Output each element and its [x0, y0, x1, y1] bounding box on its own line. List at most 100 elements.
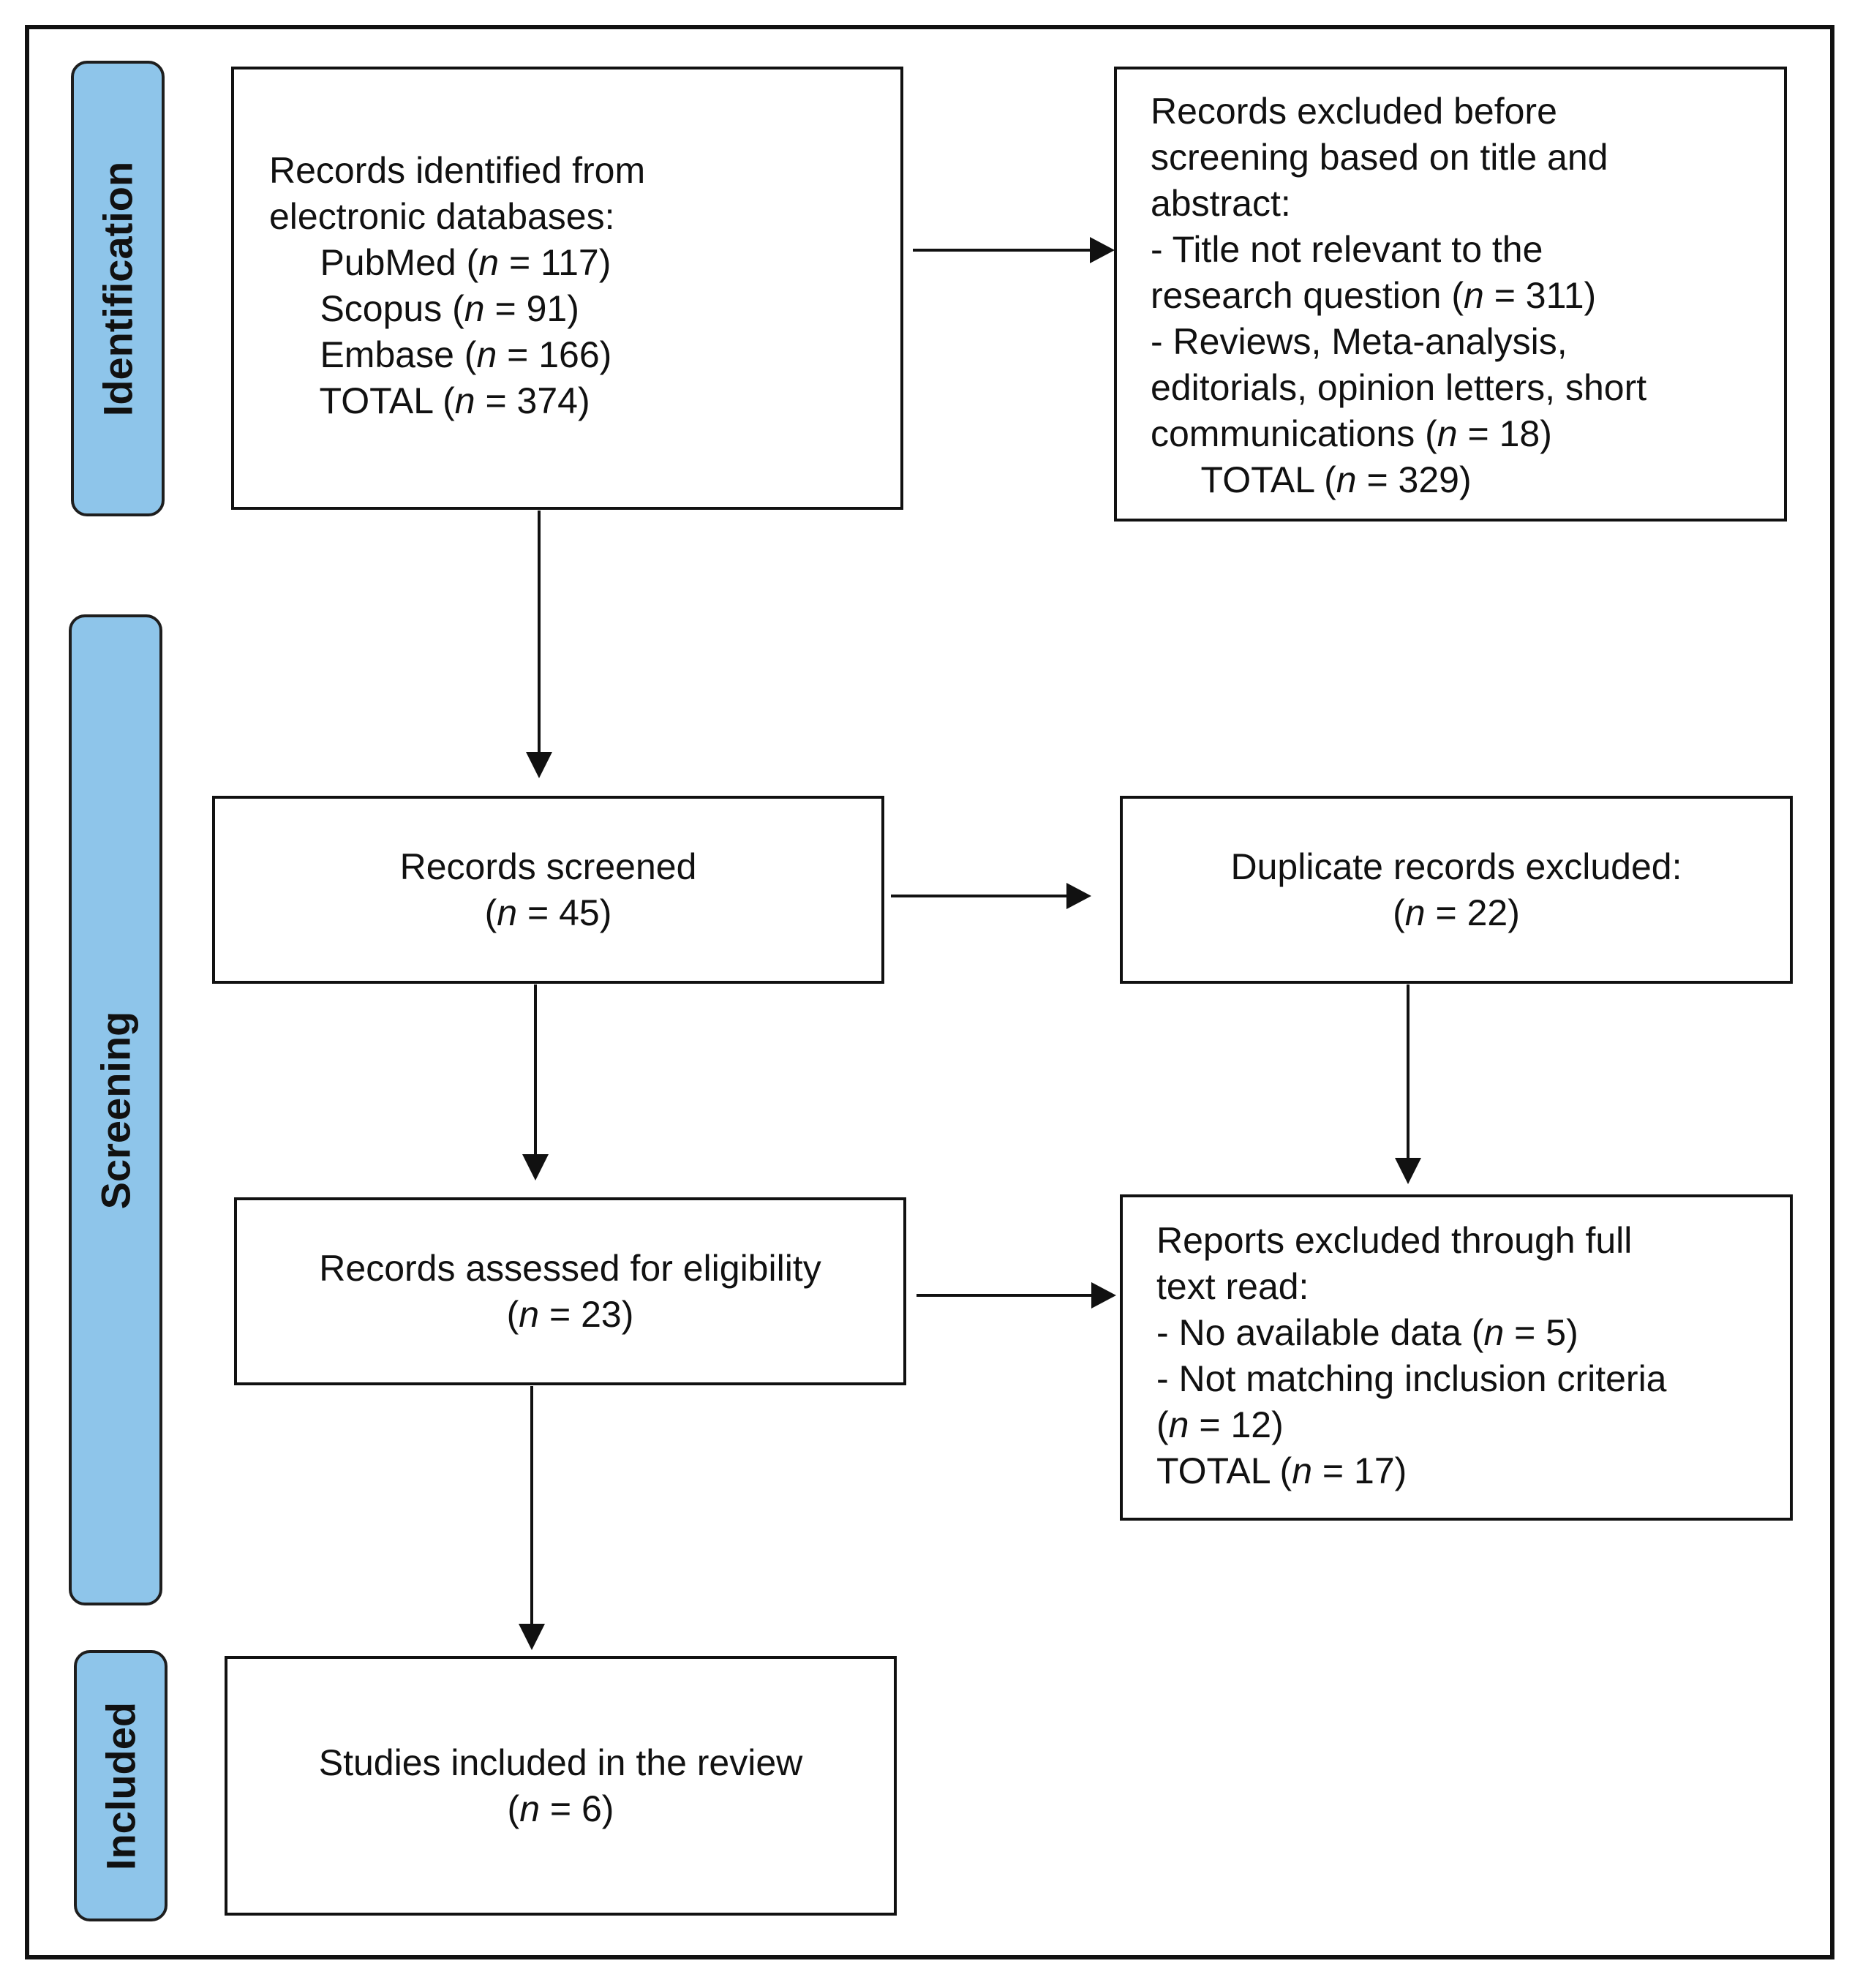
- records-screened-box: Records screened (n = 45): [212, 796, 884, 984]
- text-segment: research question (: [1151, 275, 1464, 316]
- box-text-line: Records screened: [400, 844, 697, 890]
- duplicate-records-excluded-box: Duplicate records excluded:(n = 22): [1120, 796, 1793, 984]
- count-variable: n: [1483, 1312, 1505, 1353]
- text-segment: Scopus (: [269, 288, 464, 329]
- count-variable: n: [464, 288, 485, 329]
- box-text: Records screened (n = 45): [400, 844, 697, 936]
- box-text-line: Scopus (n = 91): [269, 286, 900, 332]
- text-segment: = 311): [1483, 275, 1597, 316]
- count-variable: n: [1404, 892, 1426, 933]
- phase-screening: Screening: [69, 614, 162, 1605]
- arrowhead-assessed-to-reports: [1091, 1282, 1116, 1309]
- text-segment: = 45): [517, 892, 612, 933]
- studies-included-box: Studies included in the review(n = 6): [225, 1656, 897, 1916]
- box-text-line: communications (n = 18): [1151, 411, 1784, 457]
- phase-included: Included: [74, 1650, 168, 1921]
- text-segment: Duplicate records excluded:: [1230, 846, 1682, 887]
- box-text-line: research question (n = 311): [1151, 273, 1784, 319]
- text-segment: = 5): [1504, 1312, 1578, 1353]
- text-segment: = 18): [1457, 413, 1552, 454]
- box-text: Records identified from electronic databa…: [269, 148, 900, 424]
- arrowhead-identified-to-excluded: [1090, 237, 1115, 263]
- box-text-line: abstract:: [1151, 181, 1784, 227]
- box-text-line: (n = 23): [319, 1292, 821, 1338]
- box-text-line: electronic databases:: [269, 194, 900, 240]
- text-segment: TOTAL (: [1151, 459, 1336, 500]
- box-text-line: Studies included in the review: [319, 1740, 803, 1786]
- box-text: Records excluded before screening based o…: [1151, 89, 1784, 503]
- text-segment: = 22): [1425, 892, 1520, 933]
- box-text-line: (n = 22): [1231, 890, 1682, 936]
- box-text: Studies included in the review(n = 6): [319, 1740, 803, 1832]
- records-excluded-before-screening-box: Records excluded before screening based o…: [1114, 67, 1787, 522]
- arrowhead-identified-to-screened: [526, 752, 552, 778]
- box-text: Records assessed for eligibility(n = 23): [319, 1246, 821, 1338]
- box-text-line: editorials, opinion letters, short: [1151, 365, 1784, 411]
- box-text-line: - Reviews, Meta-analysis,: [1151, 319, 1784, 365]
- arrowhead-duplicates-to-reports: [1395, 1158, 1421, 1184]
- text-segment: Records excluded before: [1151, 91, 1557, 132]
- box-text: Duplicate records excluded:(n = 22): [1231, 844, 1682, 936]
- box-text-line: - Not matching inclusion criteria: [1156, 1356, 1790, 1402]
- text-segment: = 12): [1189, 1404, 1284, 1445]
- count-variable: n: [519, 1293, 540, 1335]
- text-segment: Records assessed for eligibility: [319, 1247, 821, 1289]
- text-segment: Records identified from: [269, 150, 646, 191]
- text-segment: (: [484, 892, 497, 933]
- box-text-line: PubMed (n = 117): [269, 240, 900, 286]
- text-segment: - No available data (: [1156, 1312, 1484, 1353]
- count-variable: n: [1292, 1450, 1313, 1491]
- text-segment: = 23): [539, 1293, 634, 1335]
- arrowhead-assessed-to-included: [519, 1624, 545, 1650]
- box-text-line: screening based on title and: [1151, 135, 1784, 181]
- text-segment: (: [507, 1788, 520, 1829]
- text-segment: editorials, opinion letters, short: [1151, 367, 1647, 408]
- count-variable: n: [1168, 1404, 1189, 1445]
- text-segment: Reports excluded through full: [1156, 1220, 1633, 1261]
- text-segment: = 329): [1356, 459, 1472, 500]
- text-segment: PubMed (: [269, 242, 479, 283]
- records-assessed-box: Records assessed for eligibility(n = 23): [234, 1197, 906, 1385]
- box-text-line: Reports excluded through full: [1156, 1218, 1790, 1264]
- text-segment: TOTAL (: [1156, 1450, 1292, 1491]
- box-text-line: Records excluded before: [1151, 89, 1784, 135]
- box-text-line: Duplicate records excluded:: [1231, 844, 1682, 890]
- text-segment: = 17): [1312, 1450, 1407, 1491]
- box-text-line: Records identified from: [269, 148, 900, 194]
- text-segment: TOTAL (: [269, 380, 455, 421]
- box-text-line: (n = 6): [319, 1786, 803, 1832]
- count-variable: n: [497, 892, 518, 933]
- count-variable: n: [519, 1788, 540, 1829]
- count-variable: n: [476, 334, 497, 375]
- text-segment: - Reviews, Meta-analysis,: [1151, 321, 1567, 362]
- text-segment: - Title not relevant to the: [1151, 229, 1543, 270]
- records-identified-box: Records identified from electronic databa…: [231, 67, 903, 510]
- count-variable: n: [1464, 275, 1484, 316]
- text-segment: = 91): [484, 288, 579, 329]
- box-text-line: TOTAL (n = 17): [1156, 1448, 1790, 1494]
- text-segment: screening based on title and: [1151, 137, 1608, 178]
- box-text: Reports excluded through full text read: -…: [1156, 1218, 1790, 1494]
- text-segment: Embase (: [269, 334, 477, 375]
- count-variable: n: [1336, 459, 1357, 500]
- box-text-line: - Title not relevant to the: [1151, 227, 1784, 273]
- arrowhead-screened-to-duplicates: [1066, 883, 1091, 909]
- text-segment: = 374): [475, 380, 590, 421]
- count-variable: n: [454, 380, 475, 421]
- text-segment: electronic databases:: [269, 196, 615, 237]
- text-segment: Records screened: [399, 846, 697, 887]
- text-segment: abstract:: [1151, 183, 1291, 224]
- phase-identification: Identification: [71, 61, 165, 516]
- box-text-line: Records assessed for eligibility: [319, 1246, 821, 1292]
- text-segment: text read:: [1156, 1266, 1309, 1307]
- reports-excluded-box: Reports excluded through full text read: -…: [1120, 1194, 1793, 1521]
- count-variable: n: [478, 242, 500, 283]
- count-variable: n: [1437, 413, 1458, 454]
- arrowhead-screened-to-assessed: [522, 1154, 549, 1181]
- box-text-line: Embase (n = 166): [269, 332, 900, 378]
- box-text-line: text read:: [1156, 1264, 1790, 1310]
- text-segment: (: [506, 1293, 519, 1335]
- text-segment: (: [1156, 1404, 1169, 1445]
- text-segment: = 117): [499, 242, 611, 283]
